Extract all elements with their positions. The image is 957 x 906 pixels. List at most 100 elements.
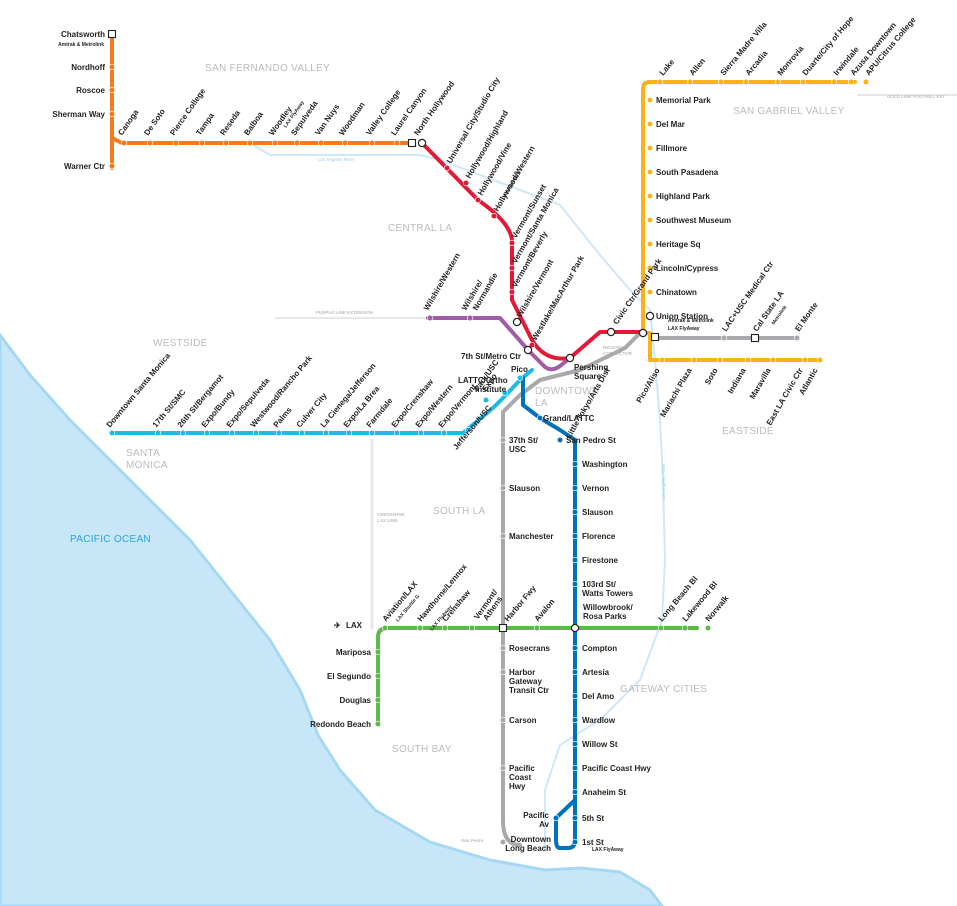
station-dot-woodman[interactable] bbox=[341, 139, 349, 147]
station-dot-harbor-gateway-transit-ctr[interactable] bbox=[499, 668, 507, 676]
station-dot-la-cienega-jefferson[interactable] bbox=[322, 429, 330, 437]
station-dot-vermont-santa-monica[interactable] bbox=[508, 264, 516, 272]
station-dot-wilshire-western[interactable] bbox=[426, 314, 434, 322]
station-dot-sherman-way[interactable] bbox=[108, 110, 116, 118]
station-dot-pacific-coast-hwy[interactable] bbox=[571, 764, 579, 772]
station-dot-mariachi-plaza[interactable] bbox=[690, 356, 698, 364]
station-dot-monrovia[interactable] bbox=[774, 78, 782, 86]
station-dot-van-nuys[interactable] bbox=[317, 139, 325, 147]
station-dot-lakewood-bl[interactable] bbox=[681, 624, 689, 632]
station-dot-pershing-square[interactable] bbox=[565, 353, 575, 363]
station-dot-expo-park-usc[interactable] bbox=[482, 396, 490, 404]
station-dot-de-soto[interactable] bbox=[146, 139, 154, 147]
station-dot-wilshire-normandie[interactable] bbox=[466, 314, 474, 322]
station-dot-26th-st-bergamot[interactable] bbox=[179, 429, 187, 437]
station-dot-vermont-beverly[interactable] bbox=[508, 288, 516, 296]
station-dot-chinatown[interactable] bbox=[646, 288, 654, 296]
station-dot-arcadia[interactable] bbox=[742, 78, 750, 86]
station-dot-willow-st[interactable] bbox=[571, 740, 579, 748]
station-dot-pico[interactable] bbox=[516, 374, 524, 382]
station-dot-pierce-college[interactable] bbox=[172, 139, 180, 147]
station-dot-universal-city-studio-city[interactable] bbox=[443, 164, 451, 172]
station-dot-el-monte[interactable] bbox=[793, 334, 801, 342]
station-dot-norwalk[interactable] bbox=[704, 624, 712, 632]
station-dot-downtown-santa-monica[interactable] bbox=[108, 429, 116, 437]
station-dot-memorial-park[interactable] bbox=[646, 96, 654, 104]
station-dot-del-mar[interactable] bbox=[646, 120, 654, 128]
station-dot-wilshire-vermont[interactable] bbox=[512, 317, 522, 327]
station-dot-union-station[interactable] bbox=[645, 311, 655, 321]
station-dot-farmdale[interactable] bbox=[368, 429, 376, 437]
station-dot-artesia[interactable] bbox=[571, 668, 579, 676]
station-dot-heritage-sq[interactable] bbox=[646, 240, 654, 248]
station-dot-crenshaw[interactable] bbox=[441, 624, 449, 632]
station-dot-highland-park[interactable] bbox=[646, 192, 654, 200]
station-dot-civic-ctr-grand-park[interactable] bbox=[606, 327, 616, 337]
station-dot-hollywood-highland[interactable] bbox=[462, 179, 470, 187]
station-dot-vernon[interactable] bbox=[571, 484, 579, 492]
station-transfer-chatsworth[interactable] bbox=[107, 29, 117, 39]
station-dot-pacific-av[interactable] bbox=[552, 814, 560, 822]
station-transfer-union-station[interactable] bbox=[650, 332, 660, 342]
station-dot-1st-st[interactable] bbox=[571, 838, 579, 846]
station-dot-fillmore[interactable] bbox=[646, 144, 654, 152]
station-dot-hawthorne-lennox[interactable] bbox=[416, 624, 424, 632]
station-dot-expo-western[interactable] bbox=[417, 429, 425, 437]
station-dot-culver-city[interactable] bbox=[298, 429, 306, 437]
station-dot-reseda[interactable] bbox=[222, 139, 230, 147]
station-dot-del-amo[interactable] bbox=[571, 692, 579, 700]
station-dot-lattc-ortho-institute[interactable] bbox=[501, 389, 509, 397]
station-dot-north-hollywood[interactable] bbox=[417, 138, 427, 148]
station-dot-lake[interactable] bbox=[656, 78, 664, 86]
station-dot-lincoln-cypress[interactable] bbox=[646, 264, 654, 272]
station-dot-mariposa[interactable] bbox=[374, 648, 382, 656]
station-dot-apu-citrus-college[interactable] bbox=[862, 78, 870, 86]
station-dot-westlake-macarthur-park[interactable] bbox=[528, 341, 536, 349]
station-dot-37th-st-usc[interactable] bbox=[499, 436, 507, 444]
station-dot-expo-bundy[interactable] bbox=[203, 429, 211, 437]
station-dot-palms[interactable] bbox=[275, 429, 283, 437]
station-dot-southwest-museum[interactable] bbox=[646, 216, 654, 224]
station-dot-irwindale[interactable] bbox=[830, 78, 838, 86]
station-dot-vermont-sunset[interactable] bbox=[508, 239, 516, 247]
station-dot-slauson[interactable] bbox=[499, 484, 507, 492]
station-dot-compton[interactable] bbox=[571, 644, 579, 652]
station-dot-south-pasadena[interactable] bbox=[646, 168, 654, 176]
station-dot-lac-usc-medical-ctr[interactable] bbox=[720, 334, 728, 342]
station-dot-17th-st-smc[interactable] bbox=[154, 429, 162, 437]
station-dot-hollywood-vine[interactable] bbox=[474, 196, 482, 204]
station-transfer-cal-state-la[interactable] bbox=[750, 333, 760, 343]
station-dot-warner-ctr[interactable] bbox=[108, 162, 116, 170]
station-dot-soto[interactable] bbox=[716, 356, 724, 364]
station-dot-5th-st[interactable] bbox=[571, 814, 579, 822]
station-dot-expo-sepulveda[interactable] bbox=[228, 429, 236, 437]
station-dot-florence[interactable] bbox=[571, 532, 579, 540]
station-dot-tampa[interactable] bbox=[198, 139, 206, 147]
station-dot-expo-crenshaw[interactable] bbox=[393, 429, 401, 437]
station-dot-roscoe[interactable] bbox=[108, 86, 116, 94]
station-dot-carson[interactable] bbox=[499, 716, 507, 724]
station-dot-long-beach-bl[interactable] bbox=[657, 624, 665, 632]
station-dot-103rd-st-watts-towers[interactable] bbox=[571, 580, 579, 588]
station-dot-sierra-madre-villa[interactable] bbox=[717, 78, 725, 86]
station-dot-indiana[interactable] bbox=[744, 356, 752, 364]
station-dot-expo-la-brea[interactable] bbox=[345, 429, 353, 437]
station-dot-woodley[interactable] bbox=[271, 139, 279, 147]
station-dot-pico-aliso[interactable] bbox=[658, 356, 666, 364]
station-dot-laurel-canyon[interactable] bbox=[393, 139, 401, 147]
station-dot-willowbrook-rosa-parks[interactable] bbox=[570, 623, 580, 633]
station-dot-san-pedro-st[interactable] bbox=[556, 436, 564, 444]
station-dot-maravilla[interactable] bbox=[769, 356, 777, 364]
station-dot-allen[interactable] bbox=[686, 78, 694, 86]
station-dot-sepulveda[interactable] bbox=[293, 139, 301, 147]
station-dot-duarte-city-of-hope[interactable] bbox=[799, 78, 807, 86]
station-dot-canoga[interactable] bbox=[120, 139, 128, 147]
station-dot-grand-lattc[interactable] bbox=[536, 414, 544, 422]
station-dot-rosecrans[interactable] bbox=[499, 644, 507, 652]
station-dot-aviation-lax[interactable] bbox=[381, 624, 389, 632]
station-dot-balboa[interactable] bbox=[246, 139, 254, 147]
station-dot-7th-st-metro-ctr[interactable] bbox=[523, 345, 533, 355]
station-dot-union-station-red[interactable] bbox=[638, 328, 648, 338]
station-dot-azusa-downtown[interactable] bbox=[847, 78, 855, 86]
station-dot-downtown-long-beach[interactable] bbox=[499, 838, 507, 846]
